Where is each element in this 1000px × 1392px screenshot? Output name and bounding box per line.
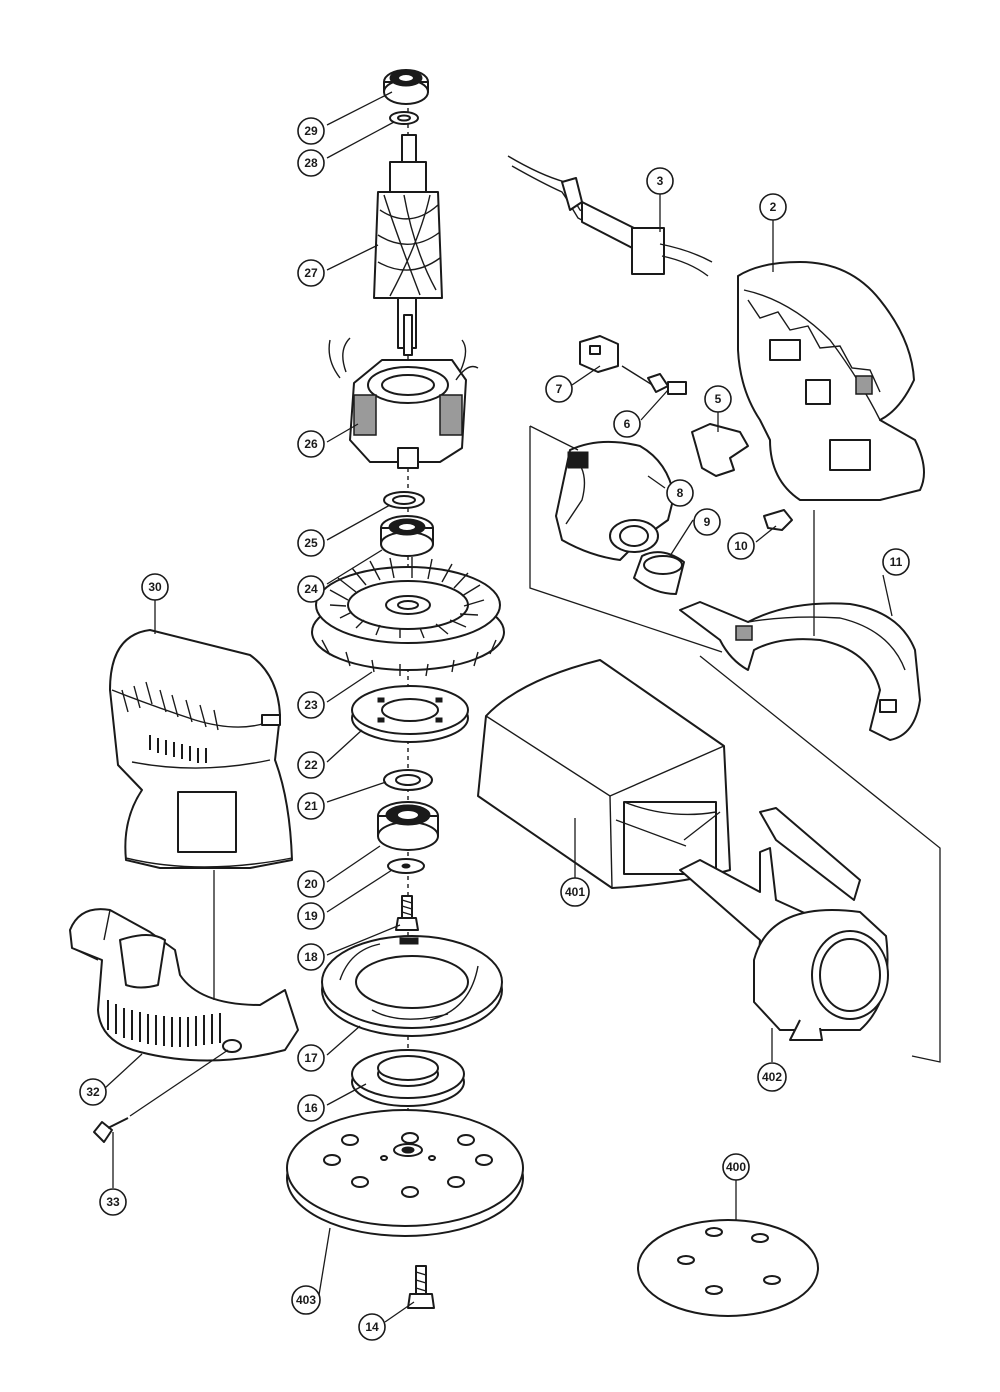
part-25-snap-ring	[383, 491, 425, 509]
callout-402: 402	[757, 1062, 787, 1092]
part-33-screw	[93, 1049, 229, 1143]
part-14-screw	[407, 1265, 435, 1309]
callout-26: 26	[297, 430, 325, 458]
leader-lines	[104, 91, 893, 1323]
callout-21: 21	[297, 792, 325, 820]
callout-27: 27	[297, 259, 325, 287]
part-27-armature	[373, 134, 443, 356]
callout-17: 17	[297, 1044, 325, 1072]
callout-10: 10	[727, 532, 755, 560]
part-19-washer	[387, 858, 425, 874]
callout-18: 18	[297, 943, 325, 971]
callout-3: 3	[646, 167, 674, 195]
callout-3-label: 3	[657, 174, 664, 188]
callout-16-label: 16	[304, 1101, 318, 1115]
part-2-housing	[737, 261, 925, 501]
callout-22-label: 22	[304, 758, 318, 772]
callout-5-label: 5	[715, 392, 722, 406]
part-403-sanding-pad	[286, 1109, 524, 1237]
callout-28-label: 28	[304, 156, 318, 170]
callout-19-label: 19	[304, 909, 318, 923]
callout-8-label: 8	[677, 486, 684, 500]
callout-32-label: 32	[86, 1085, 100, 1099]
callout-17-label: 17	[304, 1051, 318, 1065]
callout-403-label: 403	[296, 1293, 316, 1307]
callout-6-label: 6	[624, 417, 631, 431]
callout-32: 32	[79, 1078, 107, 1106]
part-16-seal	[351, 1049, 465, 1107]
part-29-bearing	[383, 69, 429, 105]
callout-20: 20	[297, 870, 325, 898]
part-402-dust-nozzle	[679, 807, 889, 1041]
callout-400-label: 400	[726, 1160, 746, 1174]
part-10-clip	[763, 509, 793, 531]
callout-7-label: 7	[556, 382, 563, 396]
frame-right	[699, 655, 941, 1063]
callout-23-label: 23	[304, 698, 318, 712]
callout-25-label: 25	[304, 536, 318, 550]
frame-left	[529, 425, 723, 653]
callout-33-label: 33	[106, 1195, 120, 1209]
callout-29-label: 29	[304, 124, 318, 138]
part-400-sanding-disc	[637, 1219, 819, 1317]
callout-401: 401	[560, 877, 590, 907]
part-8-motor-housing	[555, 440, 675, 561]
part-21-washer	[383, 769, 433, 791]
part-22-balancer	[351, 685, 469, 743]
part-32-dust-housing	[69, 908, 299, 1062]
callout-9-label: 9	[704, 515, 711, 529]
part-20-bearing	[377, 801, 439, 851]
callout-5: 5	[704, 385, 732, 413]
callout-6: 6	[613, 410, 641, 438]
part-26-stator	[328, 337, 479, 469]
callout-18-label: 18	[304, 950, 318, 964]
callout-21-label: 21	[304, 799, 318, 813]
callout-403: 403	[291, 1285, 321, 1315]
callout-2: 2	[759, 193, 787, 221]
callout-28: 28	[297, 149, 325, 177]
callout-27-label: 27	[304, 266, 318, 280]
callout-16: 16	[297, 1094, 325, 1122]
callout-2-label: 2	[770, 200, 777, 214]
callout-30-label: 30	[148, 580, 162, 594]
part-30-housing-cover	[109, 629, 293, 869]
callout-30: 30	[141, 573, 169, 601]
callout-25: 25	[297, 529, 325, 557]
part-17-pad-holder	[321, 935, 503, 1037]
part-6-carbon-brush	[621, 365, 687, 395]
part-18-bolt	[395, 895, 419, 931]
callout-29: 29	[297, 117, 325, 145]
callout-33: 33	[99, 1188, 127, 1216]
callout-20-label: 20	[304, 877, 318, 891]
callout-400: 400	[722, 1153, 750, 1181]
callout-402-label: 402	[762, 1070, 782, 1084]
callout-14: 14	[358, 1313, 386, 1341]
callout-11-label: 11	[890, 555, 903, 569]
callout-11: 11	[882, 548, 910, 576]
part-9-ring	[633, 551, 685, 595]
callout-24: 24	[297, 575, 325, 603]
callout-14-label: 14	[365, 1320, 379, 1334]
callout-26-label: 26	[304, 437, 318, 451]
callout-23: 23	[297, 691, 325, 719]
part-23-fan	[311, 557, 505, 677]
callout-22: 22	[297, 751, 325, 779]
part-28-washer	[389, 111, 419, 125]
callout-8: 8	[666, 479, 694, 507]
part-24-bearing	[380, 515, 434, 557]
part-5-switch	[691, 423, 749, 477]
callout-7: 7	[545, 375, 573, 403]
part-11-cover	[679, 601, 921, 741]
frame-bag-to-nozzle	[683, 811, 721, 841]
callout-19: 19	[297, 902, 325, 930]
callout-9: 9	[693, 508, 721, 536]
callout-401-label: 401	[565, 885, 585, 899]
part-3-cord	[507, 155, 713, 277]
part-401-dust-bag	[477, 659, 731, 889]
callout-10-label: 10	[734, 539, 748, 553]
part-7-brush-cap	[579, 335, 619, 373]
callout-24-label: 24	[304, 582, 318, 596]
